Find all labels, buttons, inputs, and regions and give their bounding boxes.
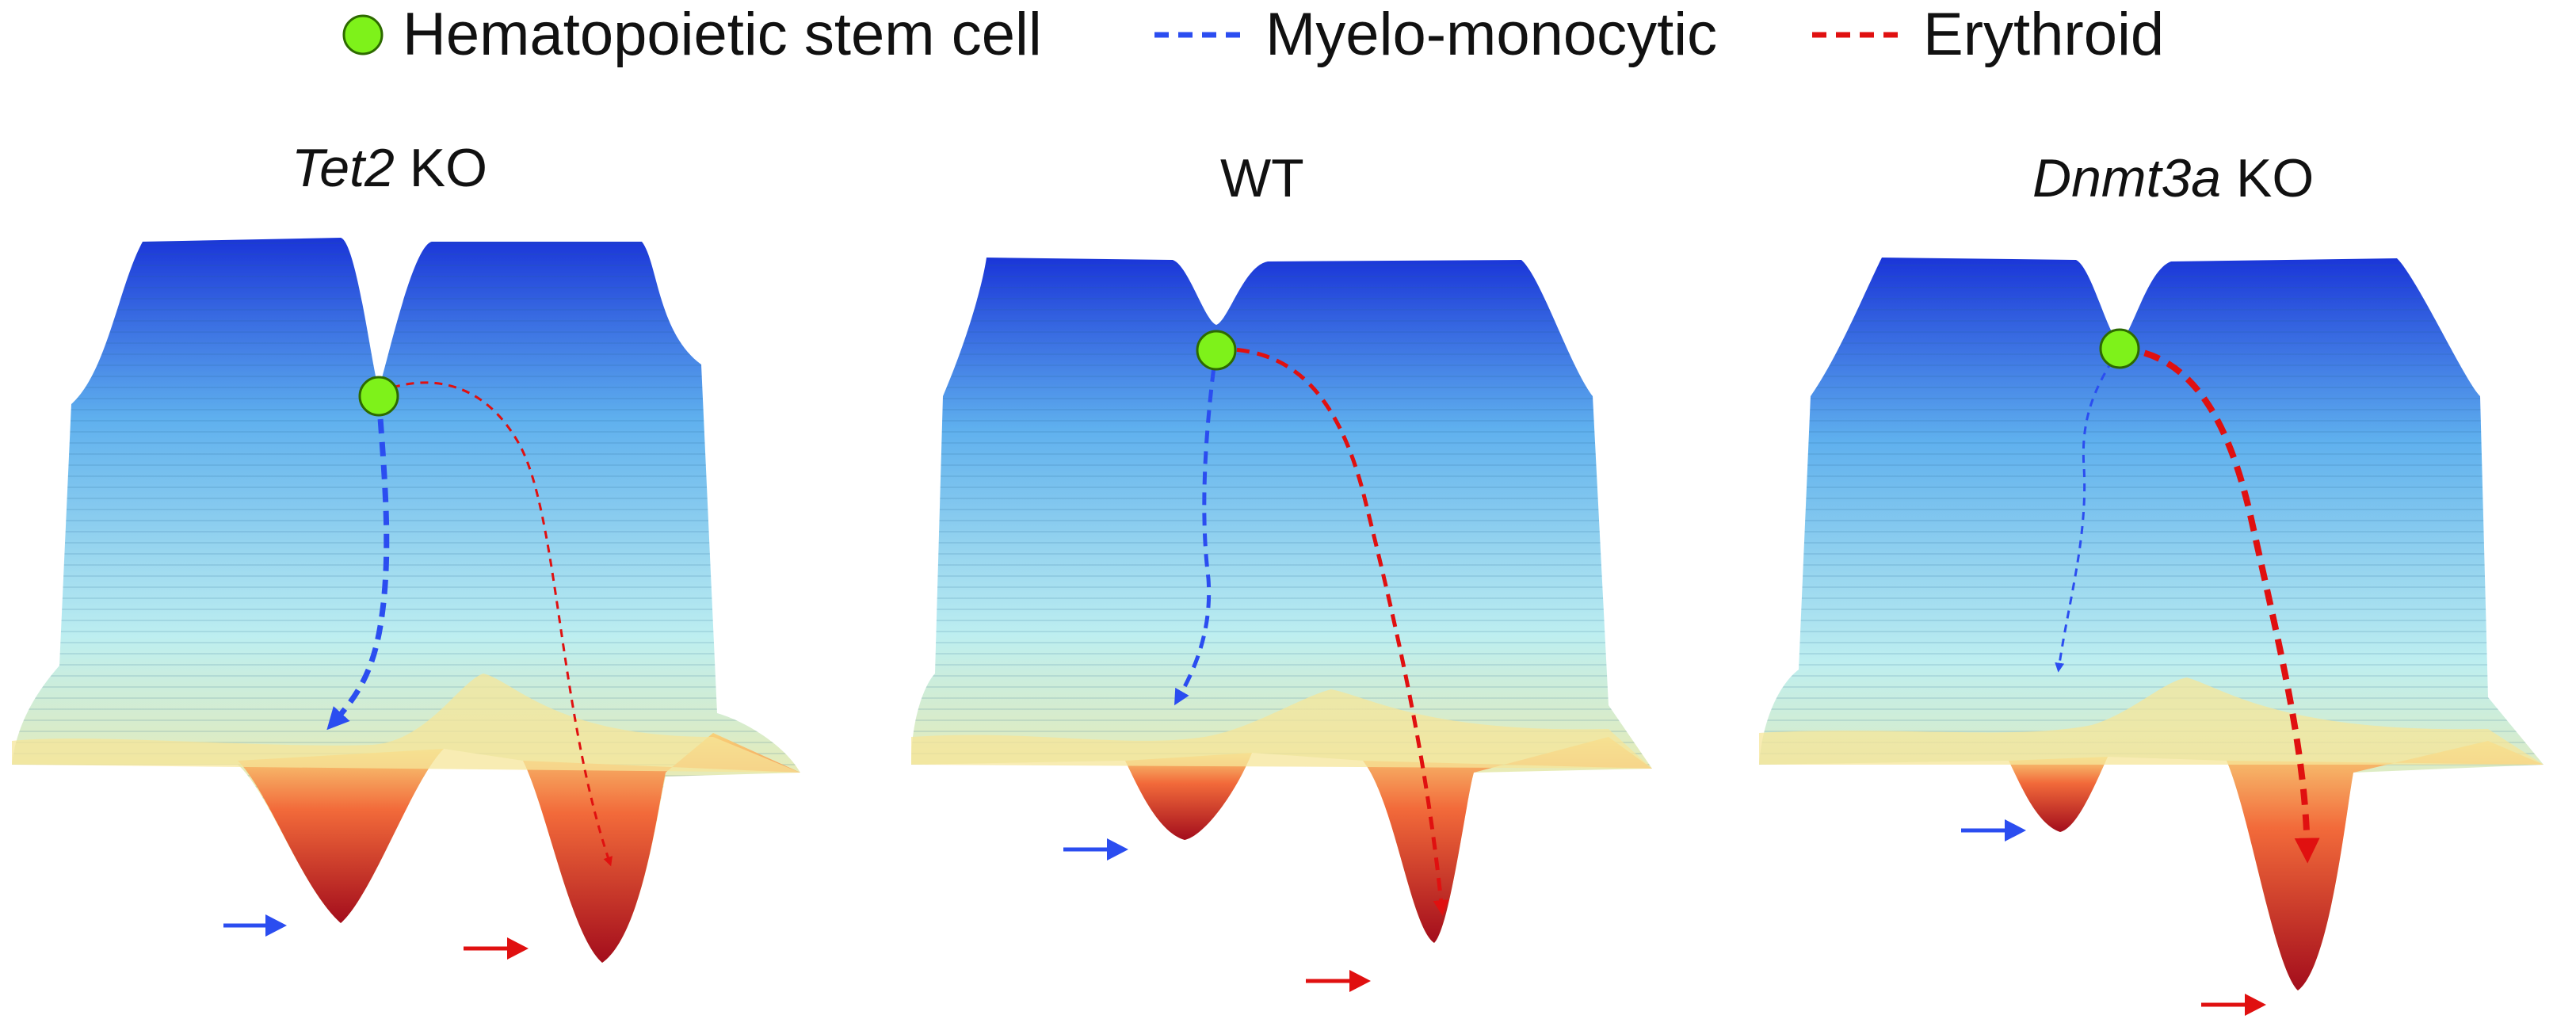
green-circle-icon	[342, 14, 384, 55]
myelo-arrow-tet2-ko	[223, 914, 287, 937]
legend-label-myelo: Myelo-monocytic	[1265, 1, 1718, 68]
stem-cell-tet2-ko	[358, 376, 399, 417]
erythroid-path-tet2-ko	[378, 381, 613, 867]
panel-title-tet2-ko-rest: KO	[394, 138, 487, 198]
myelo-arrow-wt	[1063, 838, 1128, 861]
myelo-path-wt	[1174, 348, 1219, 706]
myelo-path-tet2-ko	[326, 395, 390, 731]
legend-item-erythroid: Erythroid	[1811, 3, 2164, 67]
shelf-tet2-ko	[12, 674, 800, 773]
legend-item-myelo: Myelo-monocytic	[1153, 3, 1717, 67]
shelf-wt	[911, 689, 1652, 769]
well-erythroid-dnmt3a-ko	[2227, 741, 2544, 990]
legend-item-stem-cell: Hematopoietic stem cell	[341, 3, 1042, 67]
erythroid-arrow-tet2-ko	[464, 937, 529, 960]
stem-cell-dnmt3a-ko	[2099, 328, 2140, 369]
panel-title-dnmt3a-ko-italic: Dnmt3a	[2032, 148, 2222, 208]
myelo-path-dnmt3a-ko	[2055, 348, 2121, 673]
erythroid-path-wt	[1215, 346, 1449, 916]
landscape-dnmt3a-ko	[1759, 258, 2544, 1016]
panel-title-tet2-ko: Tet2 KO	[292, 136, 487, 200]
stem-cell-wt	[1196, 330, 1237, 371]
landscape-wt	[911, 258, 1652, 992]
panel-title-wt: WT	[1220, 147, 1304, 210]
legend-label-erythroid: Erythroid	[1923, 1, 2165, 68]
red-dashed-line-icon	[1812, 32, 1904, 38]
myelo-arrow-dnmt3a-ko	[1961, 819, 2026, 842]
erythroid-path-dnmt3a-ko	[2119, 345, 2320, 864]
well-erythroid-wt	[1363, 737, 1652, 943]
legend-label-stem-cell: Hematopoietic stem cell	[403, 1, 1042, 68]
legend: Hematopoietic stem cell Myelo-monocytic …	[0, 0, 2576, 71]
panel-title-dnmt3a-ko-rest: KO	[2221, 148, 2315, 208]
well-myelo-tet2-ko	[238, 749, 444, 923]
panel-title-tet2-ko-italic: Tet2	[292, 138, 395, 198]
erythroid-arrow-dnmt3a-ko	[2201, 994, 2266, 1016]
panel-title-dnmt3a-ko: Dnmt3a KO	[2032, 147, 2314, 210]
erythroid-arrow-wt	[1306, 970, 1371, 992]
panel-title-wt-text: WT	[1220, 148, 1304, 208]
blue-dashed-line-icon	[1154, 32, 1246, 38]
well-myelo-dnmt3a-ko	[2009, 757, 2108, 832]
well-myelo-wt	[1125, 753, 1252, 840]
landscape-tet2-ko	[12, 238, 800, 963]
well-erythroid-tet2-ko	[523, 733, 800, 963]
shelf-dnmt3a-ko	[1759, 677, 2544, 765]
